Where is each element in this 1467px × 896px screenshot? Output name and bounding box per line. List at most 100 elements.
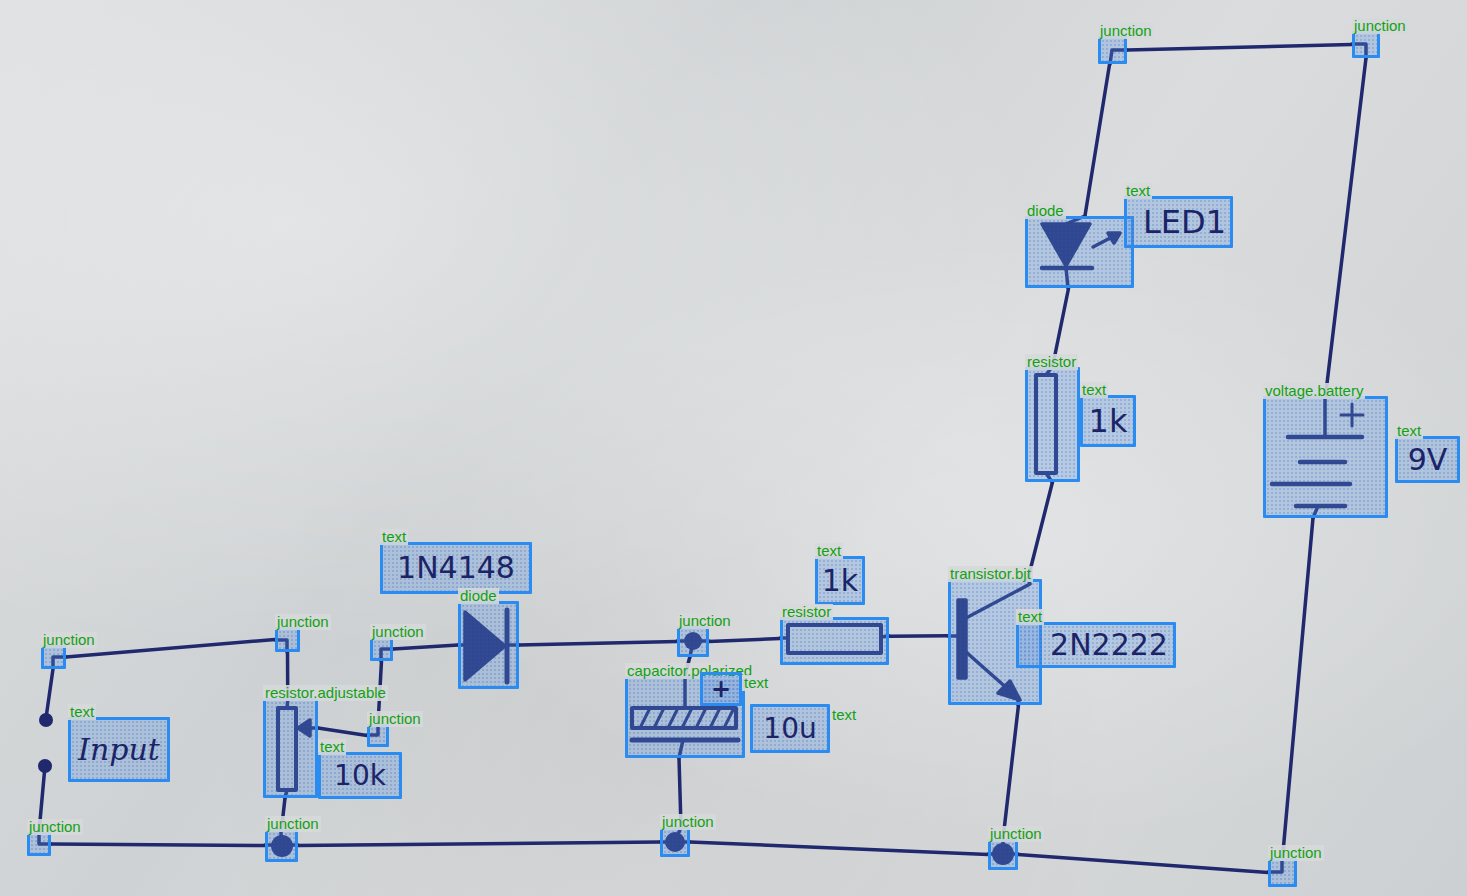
class-label: text xyxy=(380,529,408,545)
wire xyxy=(1085,64,1110,216)
class-label: resistor.adjustable xyxy=(263,685,388,701)
junction-box: junction xyxy=(677,626,709,657)
junction-box: junction xyxy=(988,839,1018,870)
class-label: text xyxy=(1080,382,1108,398)
class-label: voltage.battery xyxy=(1263,383,1365,399)
wire-line xyxy=(51,844,265,846)
wire-line xyxy=(1326,58,1367,396)
battery-box: voltage.battery xyxy=(1263,396,1388,518)
text-box: textLED1 xyxy=(1124,196,1233,248)
wire-line xyxy=(1283,518,1314,858)
handwritten-text: 10u xyxy=(763,715,816,743)
handwritten-text: 1k xyxy=(822,566,858,596)
handwritten-text: LED1 xyxy=(1143,206,1226,238)
wire-line xyxy=(298,842,660,846)
handwritten-text: 9V xyxy=(1408,445,1448,475)
class-label: text xyxy=(815,543,843,559)
junction-box: junction xyxy=(1098,36,1127,64)
class-label: junction xyxy=(1268,845,1324,861)
wire xyxy=(298,842,660,846)
text-box: text9V xyxy=(1395,436,1460,483)
junction-box: junction xyxy=(660,827,690,857)
wire-line xyxy=(1085,64,1110,216)
class-label: junction xyxy=(660,814,716,830)
handwritten-text: 1k xyxy=(1089,405,1128,437)
junction-box: junction xyxy=(1268,858,1297,887)
class-label: junction xyxy=(41,632,97,648)
text-box: textInput xyxy=(68,717,170,782)
class-label: text xyxy=(1016,609,1044,625)
wire xyxy=(1127,45,1352,51)
junction-box: junction xyxy=(370,637,393,661)
class-label: junction xyxy=(1352,18,1408,34)
wire xyxy=(1003,705,1019,839)
text-box: text1k xyxy=(815,556,865,605)
wire-line xyxy=(393,645,458,649)
wire xyxy=(709,639,780,642)
handwritten-text: 10k xyxy=(334,762,386,790)
wire xyxy=(1326,58,1367,396)
class-label: text xyxy=(68,704,96,720)
handwritten-text: Input xyxy=(78,735,160,765)
class-label: diode xyxy=(1025,203,1066,219)
wire xyxy=(690,842,988,855)
class-label: transistor.bjt xyxy=(948,566,1033,582)
wire xyxy=(1018,855,1268,873)
text-box: text10k xyxy=(318,752,402,799)
class-label: text xyxy=(1395,423,1423,439)
text-box: text1k xyxy=(1080,395,1136,447)
wire-stubs xyxy=(39,44,1366,872)
class-label: junction xyxy=(988,826,1044,842)
wire-line xyxy=(1127,45,1352,51)
wire-line xyxy=(709,639,780,642)
junction-box: junction xyxy=(27,832,51,856)
potentiometer-box: resistor.adjustable xyxy=(263,698,318,798)
wire xyxy=(889,635,948,637)
wire-line xyxy=(1018,855,1268,873)
wire-line xyxy=(519,642,677,646)
wire xyxy=(318,728,367,736)
diode-box: diode xyxy=(1025,216,1134,288)
class-label: diode xyxy=(458,588,499,604)
resistor-box: resistor xyxy=(1025,367,1080,482)
input-terminal xyxy=(39,713,53,727)
resistor-box: resistor xyxy=(780,617,889,665)
handwritten-text: 2N2222 xyxy=(1050,630,1168,660)
text-box: text10u xyxy=(750,704,830,753)
text-box: text+ xyxy=(700,672,742,706)
wire-line xyxy=(66,640,275,658)
wire xyxy=(1028,482,1053,579)
input-terminal xyxy=(38,759,52,773)
wire-line xyxy=(889,634,948,638)
class-label: junction xyxy=(27,819,83,835)
junction-box: junction xyxy=(1352,31,1380,58)
wire-line xyxy=(1003,705,1019,839)
handwritten-text: 1N4148 xyxy=(397,553,515,583)
handwritten-text: + xyxy=(711,677,731,701)
junction-box: junction xyxy=(367,724,389,747)
class-label: junction xyxy=(275,614,331,630)
wire-line xyxy=(1028,482,1053,579)
junction-box: junction xyxy=(41,645,66,669)
class-label: resistor xyxy=(1025,354,1078,370)
junction-dots xyxy=(38,632,1014,865)
class-label: text xyxy=(1124,183,1152,199)
wire xyxy=(51,844,265,846)
class-label: junction xyxy=(370,624,426,640)
diode-box: diode xyxy=(458,601,519,689)
class-label: text xyxy=(742,675,770,691)
text-box: text2N2222 xyxy=(1016,622,1176,668)
class-label: junction xyxy=(1098,23,1154,39)
wire-line xyxy=(690,842,988,855)
class-label: junction xyxy=(677,613,733,629)
wire xyxy=(393,645,458,649)
class-label: junction xyxy=(265,816,321,832)
junction-box: junction xyxy=(265,829,298,862)
class-label: junction xyxy=(367,711,423,727)
junction-box: junction xyxy=(275,627,300,652)
wire xyxy=(1283,518,1314,858)
class-label: text xyxy=(830,707,858,723)
